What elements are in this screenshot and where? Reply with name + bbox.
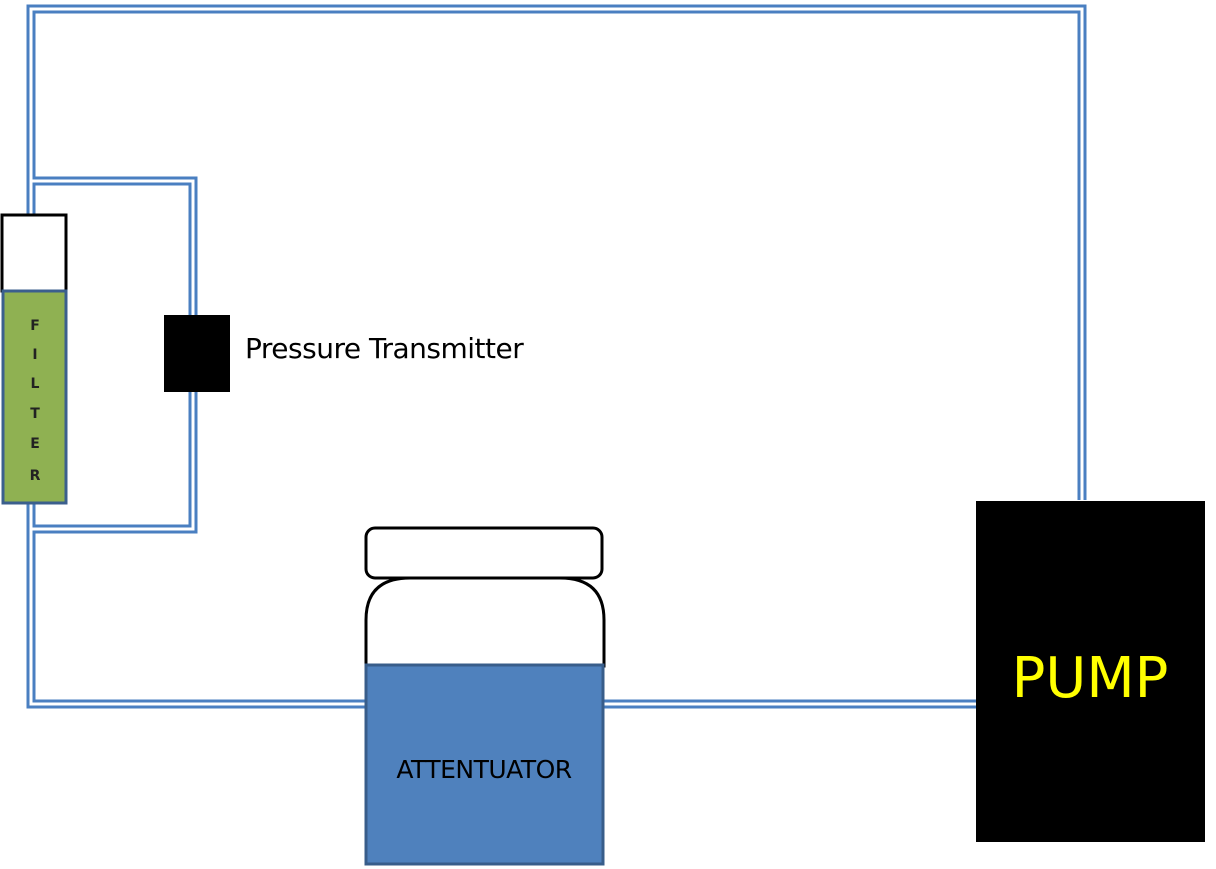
pressure-transmitter-label: Pressure Transmitter (245, 332, 524, 365)
pump: PUMP (976, 501, 1205, 842)
filter-cap (0, 213, 68, 293)
filter: F I L T E R (0, 213, 68, 505)
filter-letter: T (30, 406, 40, 422)
attenuator-label: ATTENTUATOR (396, 755, 571, 784)
pump-label: PUMP (1012, 646, 1169, 711)
pressure-transmitter: Pressure Transmitter (164, 315, 525, 392)
pipe-network (26, 4, 1087, 709)
attenuator-lid (364, 526, 604, 580)
filter-letter: F (30, 318, 40, 334)
pump-body (976, 501, 1205, 842)
filter-letter: R (30, 468, 41, 484)
pressure-transmitter-box (164, 315, 230, 392)
pipe-inner (29, 7, 1084, 706)
attenuator: ATTENTUATOR (364, 526, 606, 866)
attenuator-body (364, 663, 605, 866)
filter-letter: I (32, 347, 37, 363)
attenuator-dome (364, 576, 606, 668)
filter-letter: L (31, 376, 40, 392)
filter-body (1, 289, 68, 505)
filter-letter: E (30, 436, 40, 452)
